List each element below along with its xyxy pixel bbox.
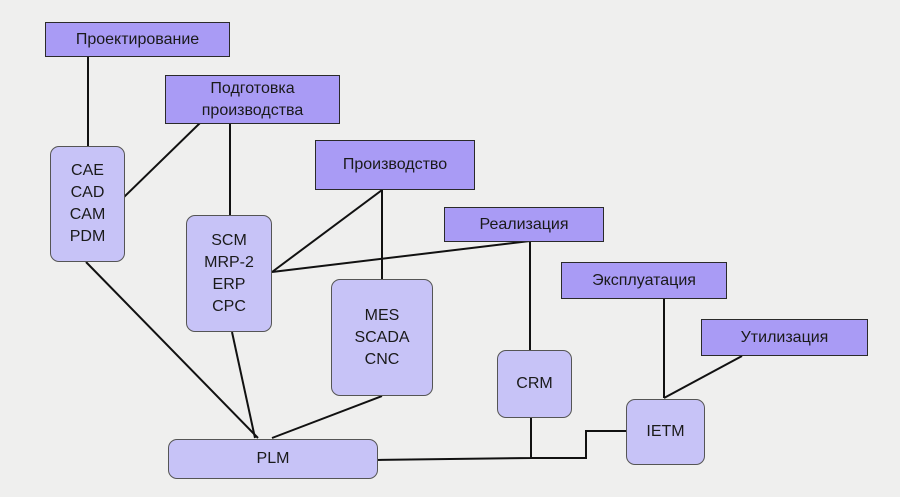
- system-label: MES: [364, 306, 400, 324]
- stage-prep-label-line2: производства: [201, 101, 304, 119]
- stage-operation: Эксплуатация: [561, 262, 727, 299]
- system-mes-scada-cnc: MES SCADA CNC: [331, 279, 433, 396]
- system-cae-cad-cam-pdm: CAE CAD CAM PDM: [50, 146, 125, 262]
- stage-prep-label-line1: Подготовка: [210, 79, 295, 97]
- system-label: SCADA: [354, 328, 410, 346]
- system-label: PDM: [69, 228, 106, 245]
- stage-operation-label: Эксплуатация: [592, 271, 696, 289]
- system-label: ERP: [212, 275, 246, 293]
- system-label: CAD: [70, 184, 105, 201]
- link-sales-scm: [271, 240, 531, 273]
- stage-disposal: Утилизация: [701, 319, 868, 356]
- stage-sales-label: Реализация: [479, 215, 569, 233]
- link-crm-plm: [375, 418, 532, 461]
- system-plm-label: PLM: [256, 450, 290, 467]
- system-plm: PLM: [168, 439, 378, 479]
- system-label: CAM: [69, 206, 106, 223]
- stage-disposal-label: Утилизация: [740, 328, 829, 346]
- link-production-scm: [271, 189, 383, 273]
- stage-design: Проектирование: [45, 22, 230, 57]
- link-cae-plm: [85, 261, 259, 439]
- system-crm-label: CRM: [516, 375, 553, 392]
- stage-production: Производство: [315, 140, 475, 190]
- system-label: SCM: [211, 231, 247, 249]
- stage-production-preparation: Подготовка производства: [165, 75, 340, 124]
- link-prep-cae: [122, 122, 201, 199]
- system-label: CNC: [364, 350, 400, 368]
- link-disposal-ietm: [663, 355, 743, 399]
- link-mes-plm: [271, 395, 383, 439]
- system-label: CPC: [212, 297, 246, 315]
- system-ietm: IETM: [626, 399, 705, 465]
- system-scm-mrp-erp-cpc: SCM MRP-2 ERP CPC: [186, 215, 272, 332]
- stage-production-label: Производство: [342, 156, 448, 173]
- system-ietm-label: IETM: [646, 423, 685, 440]
- stage-design-label: Проектирование: [75, 30, 200, 48]
- stage-sales: Реализация: [444, 207, 604, 242]
- link-plm-ietm: [531, 430, 627, 459]
- system-crm: CRM: [497, 350, 572, 418]
- link-scm-plm: [231, 331, 256, 439]
- system-label: MRP-2: [204, 253, 254, 271]
- system-label: CAE: [71, 162, 104, 179]
